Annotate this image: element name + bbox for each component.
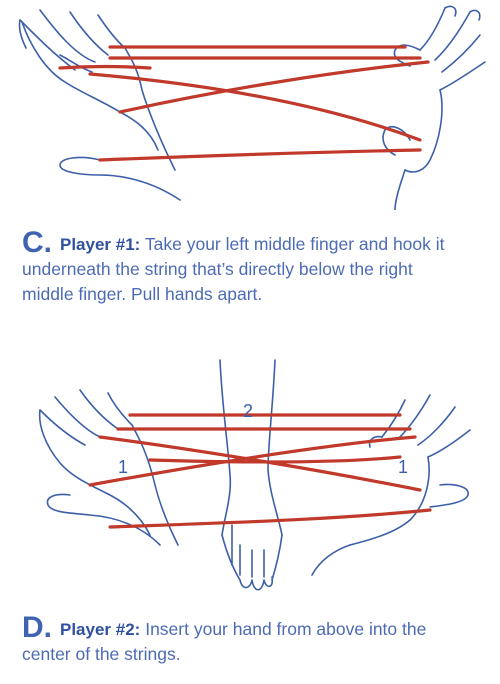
player-label-c: Player #1:	[60, 235, 141, 254]
caption-c-line2: underneath the string that’s directly be…	[22, 259, 413, 279]
label-left-hand: 1	[118, 457, 128, 477]
center-hand-drawing	[219, 359, 283, 591]
right-hand-drawing	[382, 5, 486, 210]
string-lines-d	[88, 413, 432, 529]
illustration-step-d: 2 1 1	[38, 359, 471, 591]
caption-step-c: C. Player #1: Take your left middle finge…	[22, 228, 492, 307]
caption-c-line3: middle finger. Pull hands apart.	[22, 284, 263, 304]
string-lines-c	[58, 45, 430, 162]
caption-step-d: D. Player #2: Insert your hand from above…	[22, 613, 492, 667]
player-label-d: Player #2:	[60, 620, 141, 639]
illustration-step-c	[18, 5, 486, 210]
step-letter-d: D.	[22, 611, 52, 644]
label-center-hand: 2	[243, 401, 253, 421]
step-letter-c: C.	[22, 226, 52, 259]
right-hand-drawing-d	[311, 394, 471, 576]
left-hand-drawing-d	[38, 389, 179, 546]
caption-d-line2: center of the strings.	[22, 644, 181, 664]
caption-d-line1: Insert your hand from above into the	[140, 619, 427, 639]
left-hand-drawing	[18, 9, 181, 201]
label-right-hand: 1	[398, 457, 408, 477]
caption-c-line1: Take your left middle finger and hook it	[140, 234, 445, 254]
